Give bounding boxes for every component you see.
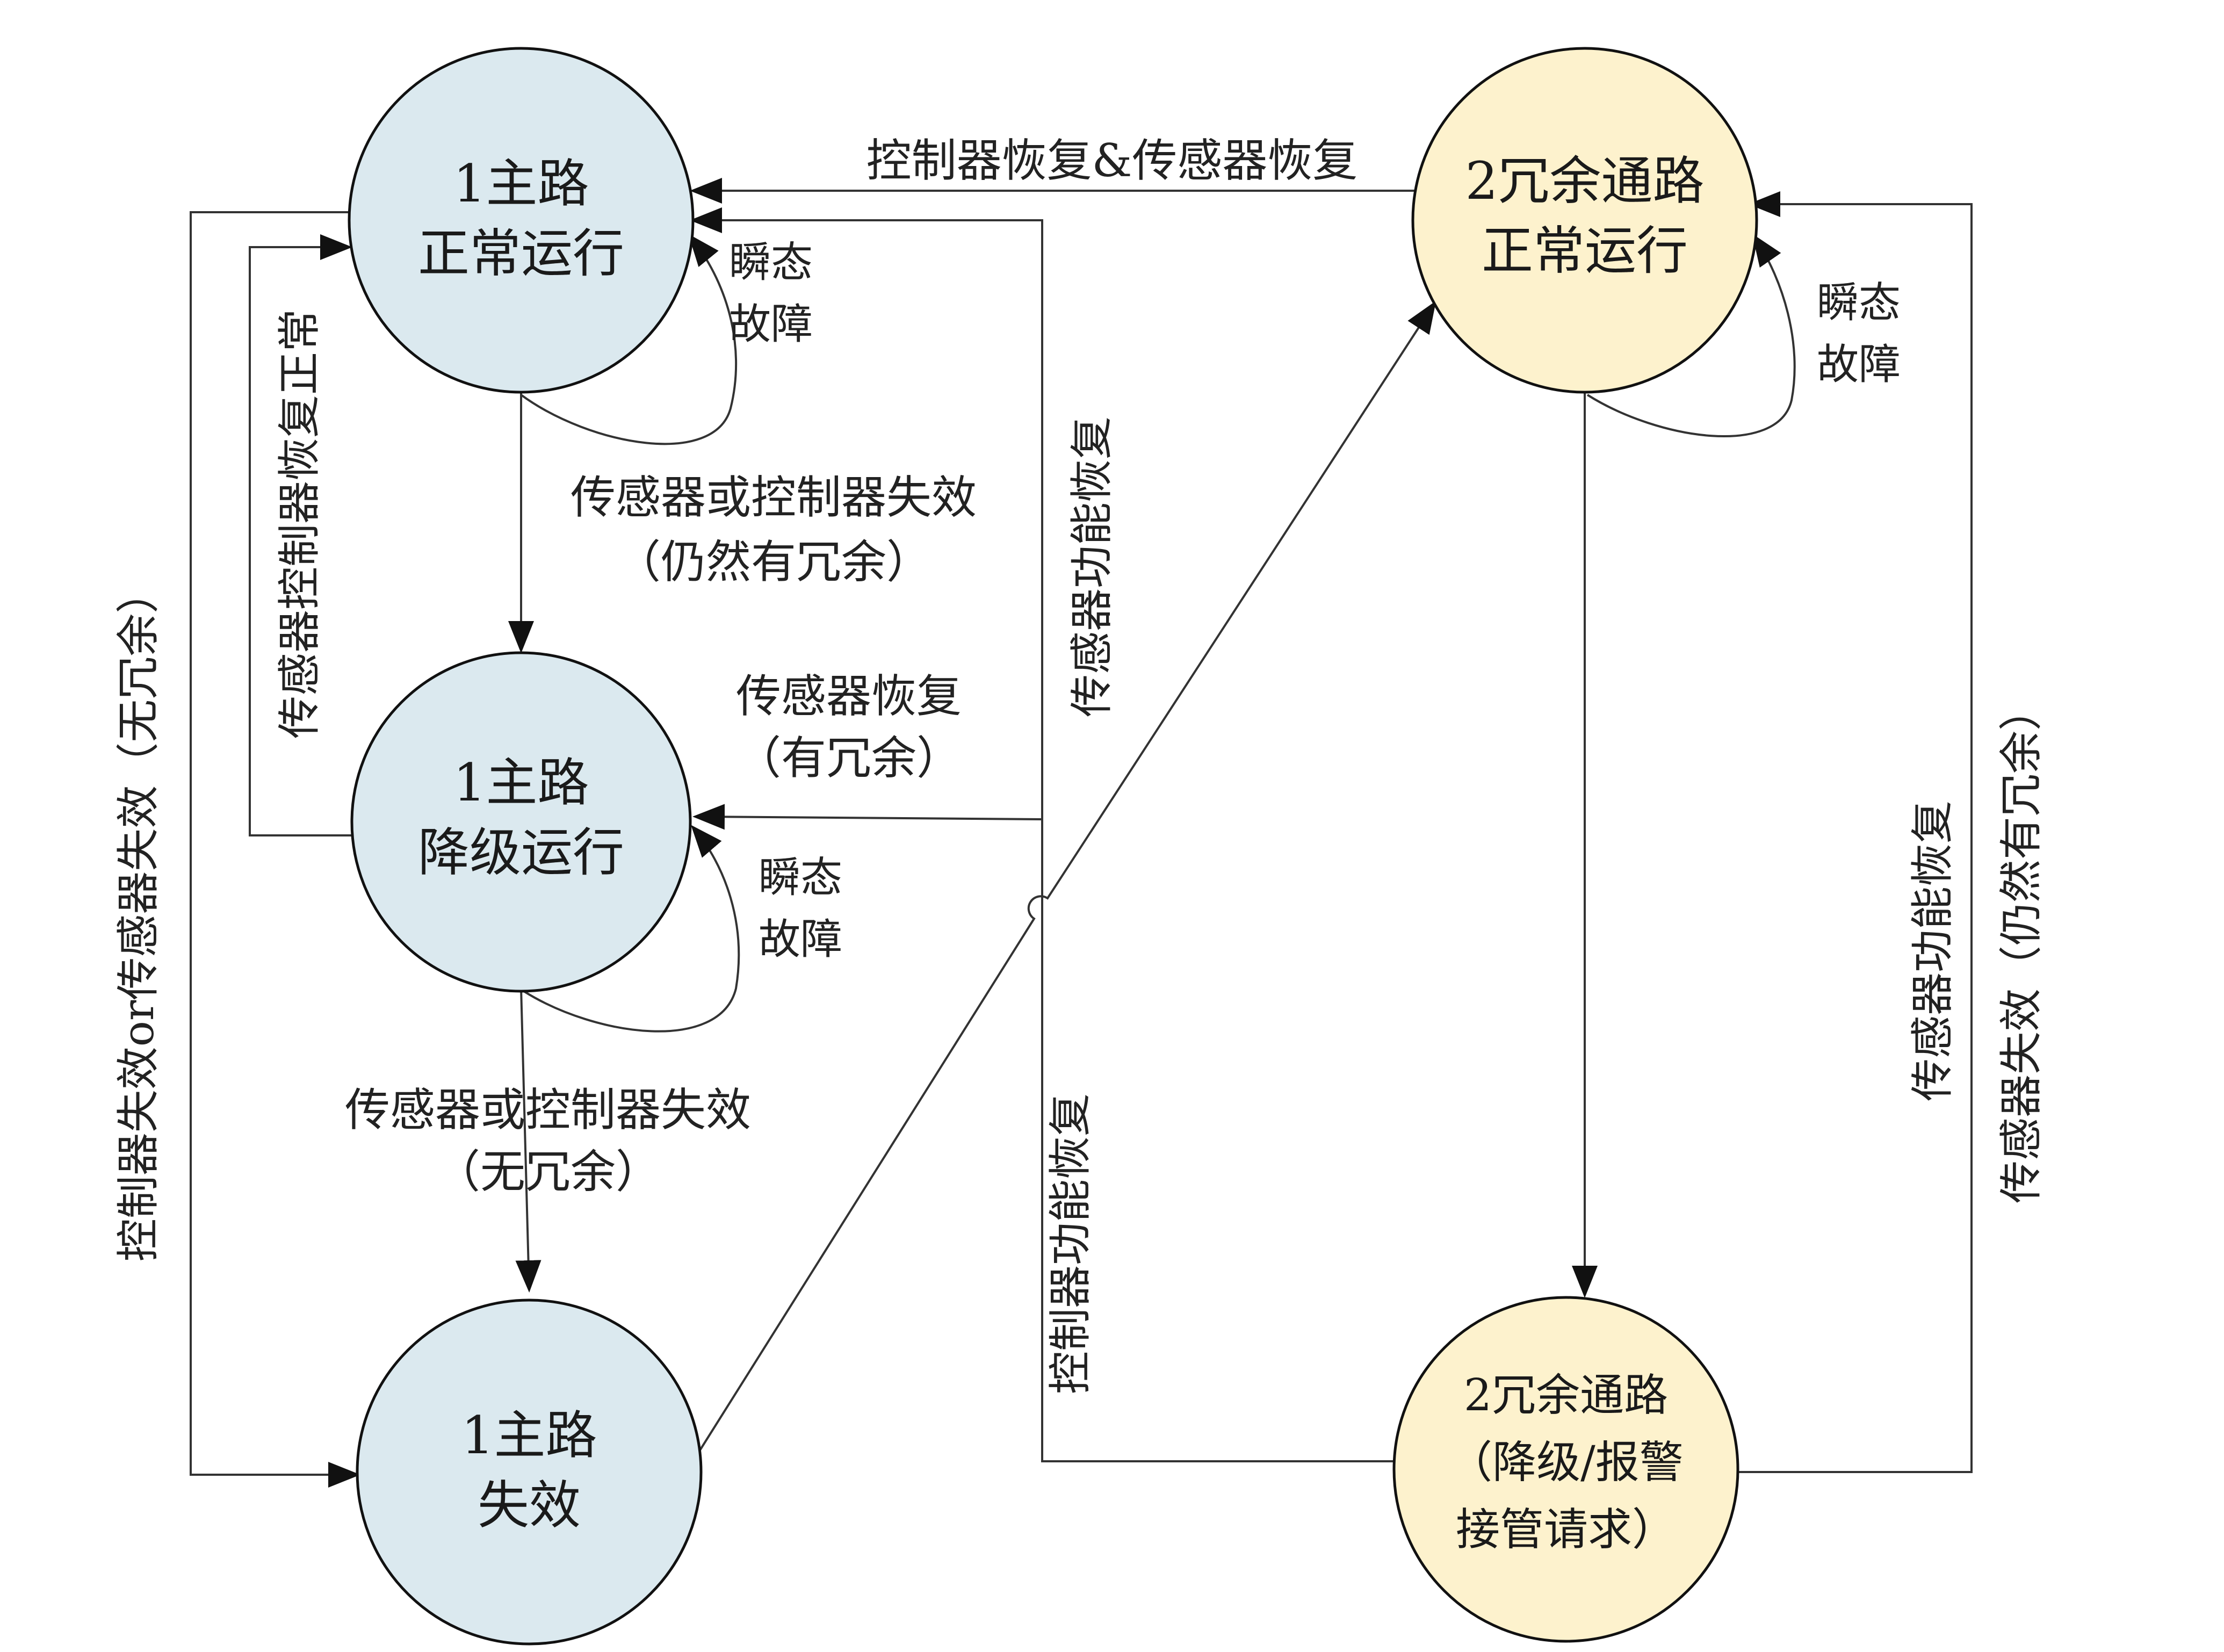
self-loop-n4	[1586, 234, 1796, 437]
node-label-line1: 1主路	[453, 753, 589, 813]
node-label-line2: （降级/报警	[1448, 1437, 1684, 1488]
node-redundant-degraded: 2冗余通路 （降级/报警 接管请求）	[1392, 1296, 1739, 1643]
self-loop-n1	[520, 234, 738, 445]
label-self-n1-b: 故障	[729, 300, 813, 349]
node-circle	[350, 651, 692, 993]
label-vertical-right-func: 传感器功能恢复	[1908, 800, 1958, 1101]
label-sensor-recover-b: （有冗余）	[736, 732, 962, 784]
edge-n5-to-n2	[692, 804, 1043, 830]
edge-n5-to-n1	[690, 207, 1394, 1462]
node-circle	[1411, 47, 1758, 394]
node-label-line1: 2冗余通路	[1464, 1370, 1668, 1421]
node-label-line2: 失效	[478, 1475, 581, 1535]
edge-n5-to-n4	[1738, 191, 1973, 1473]
label-vertical-n1-to-n3: 控制器失效or传感器失效（无冗余）	[113, 571, 163, 1261]
label-top-recovery: 控制器恢复&传感器恢复	[867, 134, 1358, 187]
node-label-line1: 1主路	[461, 1405, 597, 1466]
label-self-n4-b: 故障	[1817, 341, 1901, 389]
label-vertical-ctrl-func: 控制器功能恢复	[1045, 1093, 1095, 1394]
label-vertical-sensor-func: 传感器功能恢复	[1067, 416, 1117, 717]
edge-n3-to-n4	[692, 300, 1436, 1462]
node-circle	[348, 47, 695, 394]
node-redundant-normal: 2冗余通路 正常运行	[1411, 47, 1758, 394]
label-n2-to-n3-b: （无冗余）	[435, 1145, 661, 1198]
node-circle	[356, 1298, 703, 1646]
label-self-n1-a: 瞬态	[729, 239, 813, 287]
label-n2-to-n3-a: 传感器或控制器失效	[345, 1084, 751, 1136]
edge-n1-to-n3	[190, 211, 360, 1488]
node-label-line1: 1主路	[453, 154, 589, 214]
node-main-degraded: 1主路 降级运行	[350, 651, 692, 993]
edge-n2-to-n1	[249, 234, 352, 836]
label-vertical-n2-to-n1: 传感器控制器恢复正常	[275, 309, 324, 739]
node-label-line2: 正常运行	[418, 223, 624, 284]
label-self-n2-b: 故障	[759, 915, 842, 964]
node-label-line2: 正常运行	[1482, 221, 1688, 281]
label-vertical-right-fail: 传感器失效（仍然有冗余）	[1996, 688, 2046, 1203]
self-loop-n2	[523, 825, 740, 1033]
label-sensor-recover-a: 传感器恢复	[736, 670, 962, 723]
label-self-n2-a: 瞬态	[759, 854, 842, 902]
label-self-n4-a: 瞬态	[1817, 279, 1901, 327]
node-main-failed: 1主路 失效	[356, 1298, 703, 1646]
node-label-line3: 接管请求）	[1456, 1504, 1676, 1555]
label-n1-to-n2-a: 传感器或控制器失效	[571, 471, 977, 524]
node-main-normal: 1主路 正常运行	[348, 47, 695, 394]
node-label-line1: 2冗余通路	[1465, 151, 1704, 211]
node-circle	[1392, 1296, 1739, 1643]
edge-n2-to-n3	[515, 988, 541, 1293]
node-label-line2: 降级运行	[418, 823, 624, 883]
label-n1-to-n2-b: （仍然有冗余）	[616, 536, 932, 588]
